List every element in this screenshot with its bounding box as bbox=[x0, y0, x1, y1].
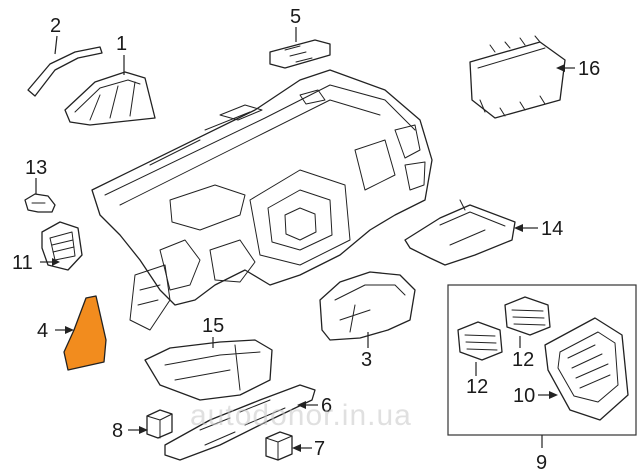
watermark: autodonor.in.ua bbox=[190, 399, 412, 432]
part-6-knee-panel bbox=[164, 384, 316, 461]
callout-5: 5 bbox=[290, 6, 301, 28]
part-12-center-vent-left bbox=[457, 321, 503, 361]
callout-1: 1 bbox=[116, 33, 127, 55]
callout-7: 7 bbox=[314, 438, 325, 460]
part-8-switch bbox=[146, 409, 173, 439]
callout-13: 13 bbox=[25, 157, 47, 179]
highlight-shape bbox=[63, 295, 107, 371]
part-14-bracket bbox=[404, 199, 516, 266]
callout-15: 15 bbox=[202, 315, 224, 337]
part-5-defroster-grille bbox=[269, 39, 331, 69]
part-15-lower-cover bbox=[144, 339, 273, 401]
leader-2 bbox=[54, 35, 58, 55]
callout-8: 8 bbox=[112, 420, 123, 442]
part-4-side-panel-highlighted bbox=[63, 295, 107, 371]
part-10-center-bezel bbox=[544, 317, 629, 421]
callout-12a: 12 bbox=[466, 376, 488, 398]
callout-9: 9 bbox=[536, 452, 547, 474]
callout-6: 6 bbox=[321, 395, 332, 417]
part-7-switch bbox=[265, 431, 293, 461]
part-2-trim-strip bbox=[27, 46, 103, 97]
part-16-airbag-module bbox=[469, 35, 566, 119]
part-13-clip bbox=[24, 193, 56, 213]
part-3-cluster-lid bbox=[319, 271, 416, 341]
callout-10: 10 bbox=[513, 385, 535, 407]
part-12-center-vent-right bbox=[504, 296, 551, 336]
instrument-panel bbox=[91, 69, 433, 331]
callout-14: 14 bbox=[541, 218, 563, 240]
callout-11: 11 bbox=[12, 252, 33, 274]
part-1-meter-hood bbox=[64, 71, 156, 126]
callout-2: 2 bbox=[50, 15, 61, 37]
callout-3: 3 bbox=[361, 349, 372, 371]
callout-4: 4 bbox=[37, 320, 48, 342]
part-11-side-vent bbox=[41, 221, 83, 271]
callout-12b: 12 bbox=[512, 349, 534, 371]
callout-16: 16 bbox=[578, 58, 600, 80]
